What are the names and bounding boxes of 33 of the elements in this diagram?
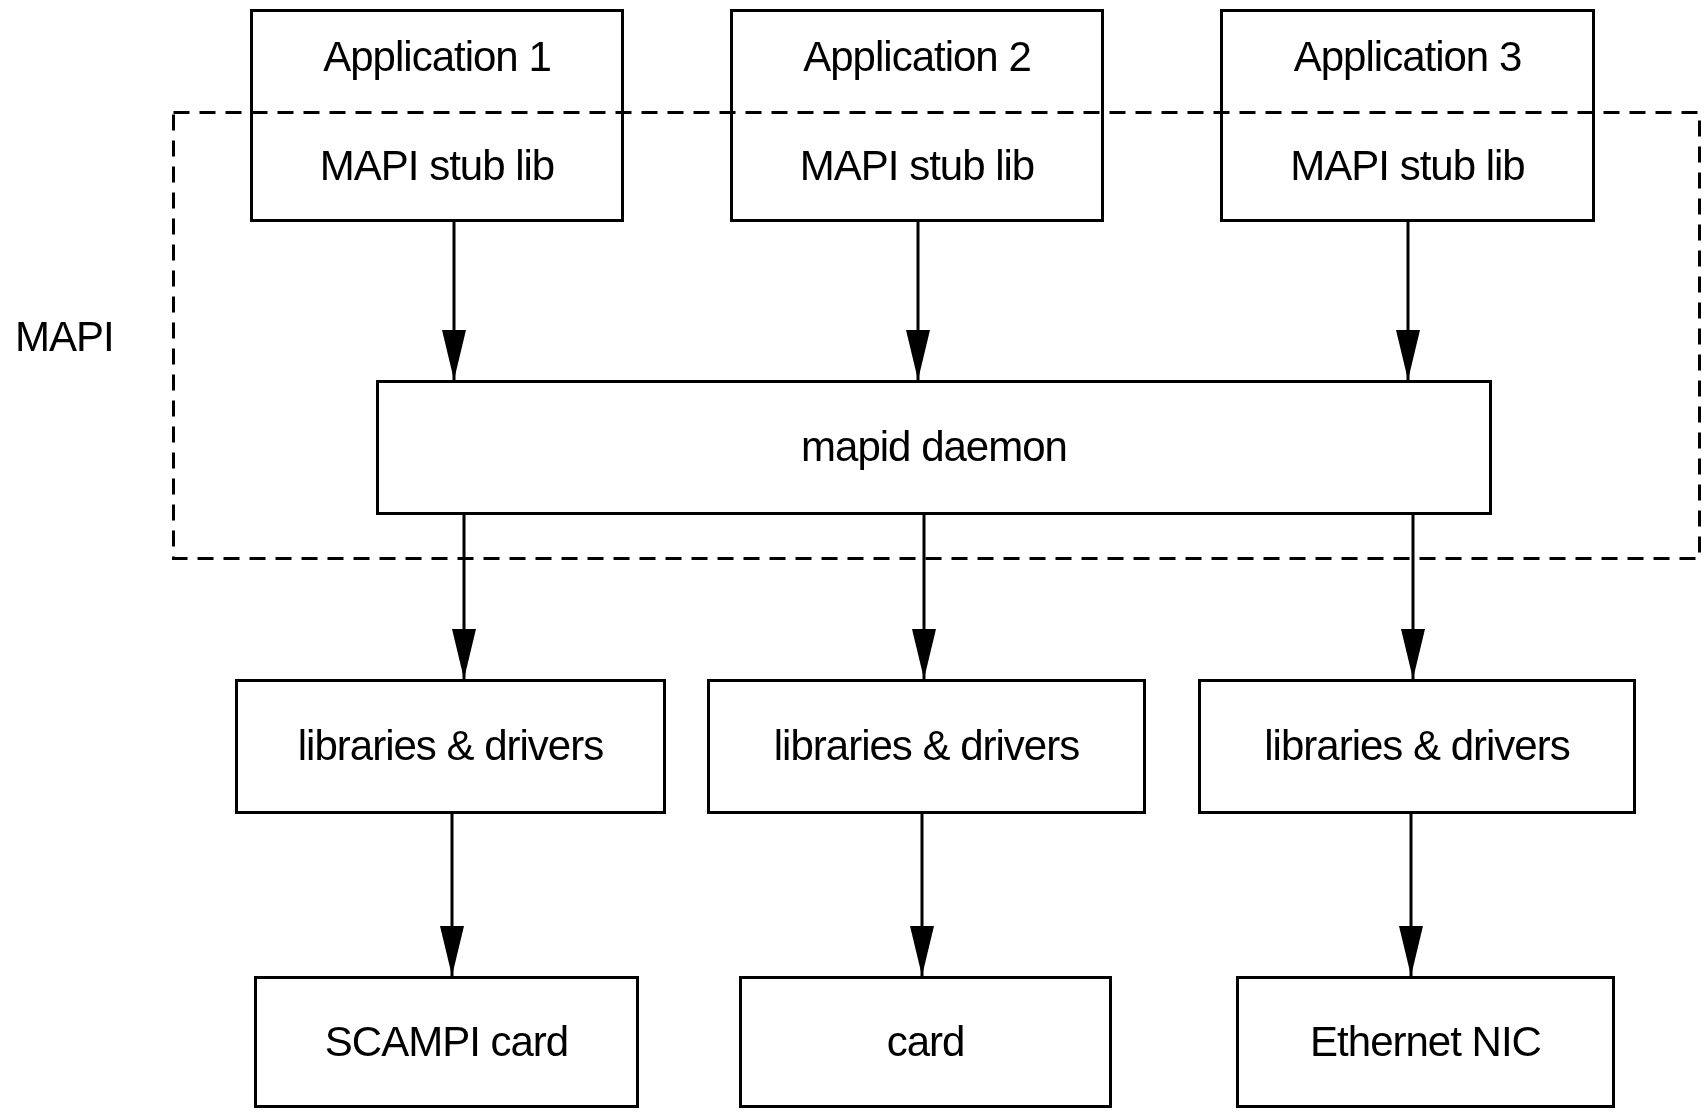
- box-label: Ethernet NIC: [1310, 1018, 1541, 1066]
- arrow: [906, 222, 930, 380]
- group-label: MAPI: [15, 314, 115, 361]
- box-label: MAPI stub lib: [799, 142, 1035, 189]
- process-box: [1236, 976, 1615, 1108]
- box-label: MAPI stub lib: [319, 142, 555, 189]
- arrow: [1399, 814, 1423, 976]
- arrow: [1401, 515, 1425, 679]
- process-box: [739, 976, 1112, 1108]
- box-label: Application 2: [803, 34, 1031, 81]
- process-box: [1198, 679, 1636, 814]
- application-box: [250, 9, 624, 222]
- application-box: [730, 9, 1104, 222]
- box-label: Application 3: [1293, 34, 1522, 81]
- process-box: [376, 380, 1492, 515]
- arrow: [442, 222, 466, 380]
- arrow: [440, 814, 464, 976]
- arrow: [1396, 222, 1420, 380]
- box-label: libraries & drivers: [773, 723, 1080, 770]
- box-label: mapid daemon: [801, 424, 1067, 471]
- box-label: Application 1: [323, 34, 551, 81]
- process-box: [707, 679, 1146, 814]
- arrow: [452, 515, 476, 679]
- box-label: libraries & drivers: [1264, 723, 1570, 770]
- arrow: [910, 814, 934, 976]
- box-label: card: [886, 1018, 965, 1066]
- process-box: [235, 679, 666, 814]
- application-box: [1220, 9, 1595, 222]
- process-box: [254, 976, 639, 1108]
- box-label: SCAMPI card: [324, 1018, 569, 1066]
- box-label: libraries & drivers: [297, 723, 604, 770]
- arrow: [912, 515, 936, 679]
- box-label: MAPI stub lib: [1290, 142, 1525, 189]
